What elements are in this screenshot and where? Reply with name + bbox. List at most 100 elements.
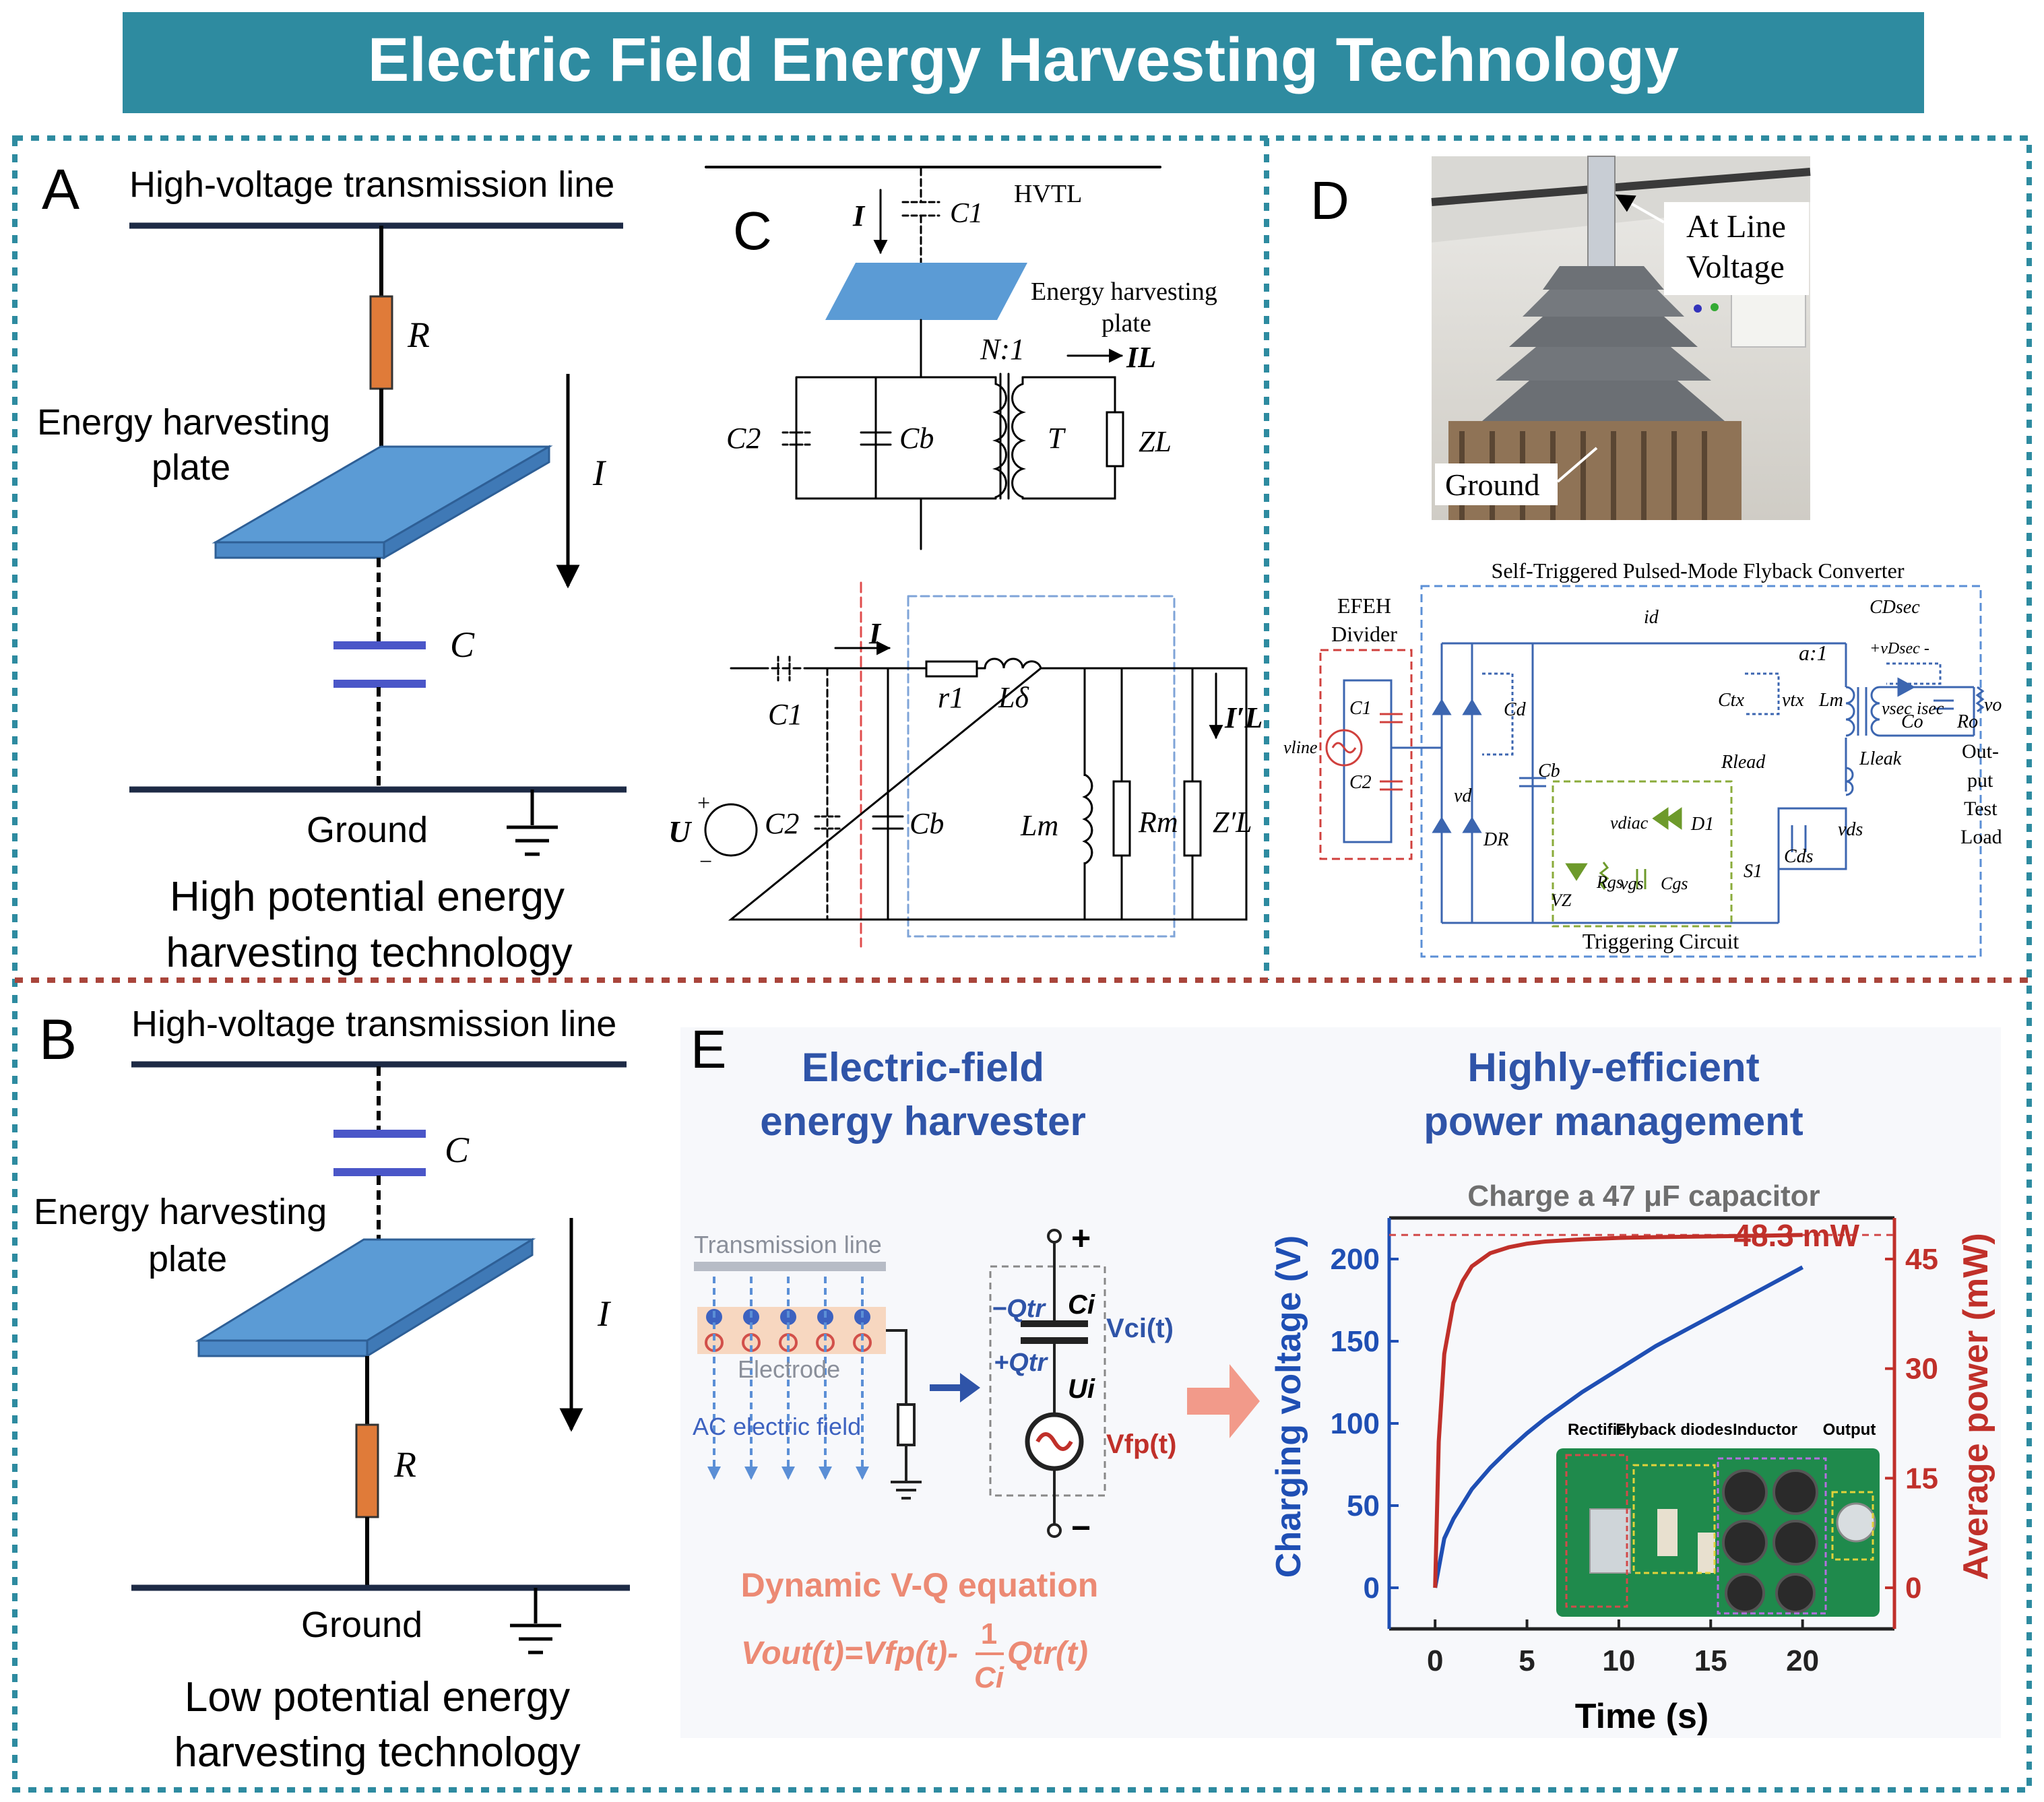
panel-e-transmission-line-label: Transmission line [694,1231,882,1258]
panel-e-right-title-2: power management [1424,1099,1803,1144]
pcb-label-rectifier: Rectifier [1568,1421,1632,1439]
panel-e-arrow-2 [1187,1364,1260,1438]
panel-d-vd: vd [1454,785,1472,806]
chart-y-tick-label: 100 [1331,1407,1380,1440]
panel-b-plate-top [195,1238,536,1342]
panel-b-caption-1: Low potential energy [185,1674,570,1720]
chart-y2-tick-label: 0 [1905,1572,1921,1605]
panel-d-trigger-parts [1565,807,1682,890]
chart-annotation: 48.3 mW [1733,1218,1859,1253]
panel-b: B High-voltage transmission line C Energ… [34,1004,630,1776]
panel-c-rm-box [1112,780,1131,857]
panel-a-r-label: R [407,315,430,355]
panel-d-efeh-box [1319,649,1413,860]
panel-e-left-title-1: Electric-field [802,1045,1044,1090]
panel-c-plus: + [697,791,710,816]
panel-d-photo-label-2: Voltage [1686,249,1785,285]
panel-d-trigger-box [1552,780,1733,928]
chart-x-tick-label: 10 [1602,1644,1635,1677]
panel-e-eq-num: 1 [981,1617,997,1650]
chart-y-tick-label: 50 [1347,1489,1380,1522]
panel-b-plate-front [197,1339,369,1357]
chart-y2-tick-label: 15 [1905,1462,1938,1495]
panel-e-eq-rhs: Qtr(t) [1007,1636,1088,1671]
panel-b-plate-label-1: Energy harvesting [34,1192,327,1232]
panel-d-cdsec: CDsec [1870,597,1920,618]
panel-d: D [1283,156,2002,958]
panel-c-r1-box [925,660,978,678]
panel-d-letter: D [1310,170,1349,230]
panel-c-rm-label: Rm [1138,806,1178,839]
panel-d-cb: Cb [1538,761,1560,781]
panel-a-resistor [369,295,393,390]
panel-c-r1-label: r1 [938,681,964,714]
chart-xlabel: Time (s) [1575,1697,1708,1736]
panel-c-il-label: IL [1126,341,1156,374]
pcb-label-inductor: Inductor [1733,1421,1797,1439]
panel-b-ground-label: Ground [301,1605,422,1645]
panel-e-eq-title: Dynamic V-Q equation [741,1566,1099,1604]
panel-d-photo [1431,156,1811,520]
panel-a-plate-top [212,445,553,544]
panel-e-ac-field-label: AC electric field [693,1413,861,1440]
panel-c-plate [825,263,1027,320]
panel-d-efeh-2: Divider [1331,622,1397,646]
panel-d-vline: vline [1283,738,1318,757]
panel-b-letter: B [39,1008,77,1071]
panel-c-hvtl-label: HVTL [1014,180,1082,208]
panel-e-arrow-1 [930,1373,980,1403]
panel-b-i-label: I [597,1293,612,1334]
chart-y2-tick-label: 45 [1905,1243,1938,1276]
panel-e-terminal-top [1047,1229,1062,1244]
chart-x-tick-label: 20 [1786,1644,1819,1677]
panel-b-line-label: High-voltage transmission line [131,1004,616,1044]
panel-d-output-3: Test [1964,798,1998,820]
panel-c-i-low-label: I [868,617,882,650]
chart-y2label: Average power (mW) [1956,1233,1995,1580]
panel-e-plus: + [1071,1219,1091,1257]
panel-d-vds: vds [1838,819,1863,840]
panel-d-vo: vo [1984,695,2002,715]
panel-b-resistor [355,1423,379,1518]
pcb-label-output: Output [1823,1421,1876,1439]
panel-c-ld-label: Lδ [998,681,1029,714]
panel-c-ilp-label: I′L [1224,701,1263,734]
panel-d-vdsec: +vDsec - [1870,640,1929,657]
chart-power-line [1433,1233,1803,1588]
panel-d-rlead: Rlead [1721,752,1766,773]
chart-title: Charge a 47 μF capacitor [1467,1180,1820,1213]
panel-a: A High-voltage transmission line R Energ… [37,158,627,976]
panel-d-schematic [1325,642,1985,924]
panel-d-vgs: vgs [1620,874,1644,893]
panel-e-electrode-label: Electrode [738,1355,840,1383]
panel-d-lleak: Lleak [1859,748,1902,769]
panel-d-output-2: put [1967,769,1993,792]
panel-c-c1-low-label: C1 [768,698,802,731]
title-banner [123,12,1924,113]
panel-e-eq-den: Ci [974,1661,1004,1694]
panel-e-equivalent-box [989,1265,1106,1497]
panel-c-letter: C [733,201,772,261]
panel-d-output-4: Load [1960,826,2002,848]
panel-d-isec: isec [1917,699,1944,718]
panel-b-plate-label-2: plate [148,1239,227,1279]
panel-c-cb-low-label: Cb [909,807,944,840]
panel-d-s1: S1 [1744,861,1762,882]
panel-e-right-title-1: Highly-efficient [1467,1045,1759,1090]
panel-a-plate-label-1: Energy harvesting [37,402,330,443]
panel-d-lm: Lm [1818,690,1843,711]
panel-c-source [704,803,758,857]
panel-d-cds: Cds [1784,846,1814,867]
panel-d-vdiac: vdiac [1610,813,1649,833]
panel-c-minus: − [699,849,712,874]
panel-a-caption-1: High potential energy [170,874,565,920]
panel-e-terminal-bottom [1047,1523,1062,1538]
panel-c-cb-label: Cb [899,422,934,455]
panel-d-ratio: a:1 [1799,641,1828,665]
panel-a-ground-label: Ground [307,810,428,850]
panel-b-caption-2: harvesting technology [174,1729,580,1776]
figure-title: Electric Field Energy Harvesting Technol… [368,26,1679,94]
panel-c-zl-label: ZL [1139,425,1172,458]
chart-y-tick-label: 150 [1331,1325,1380,1358]
